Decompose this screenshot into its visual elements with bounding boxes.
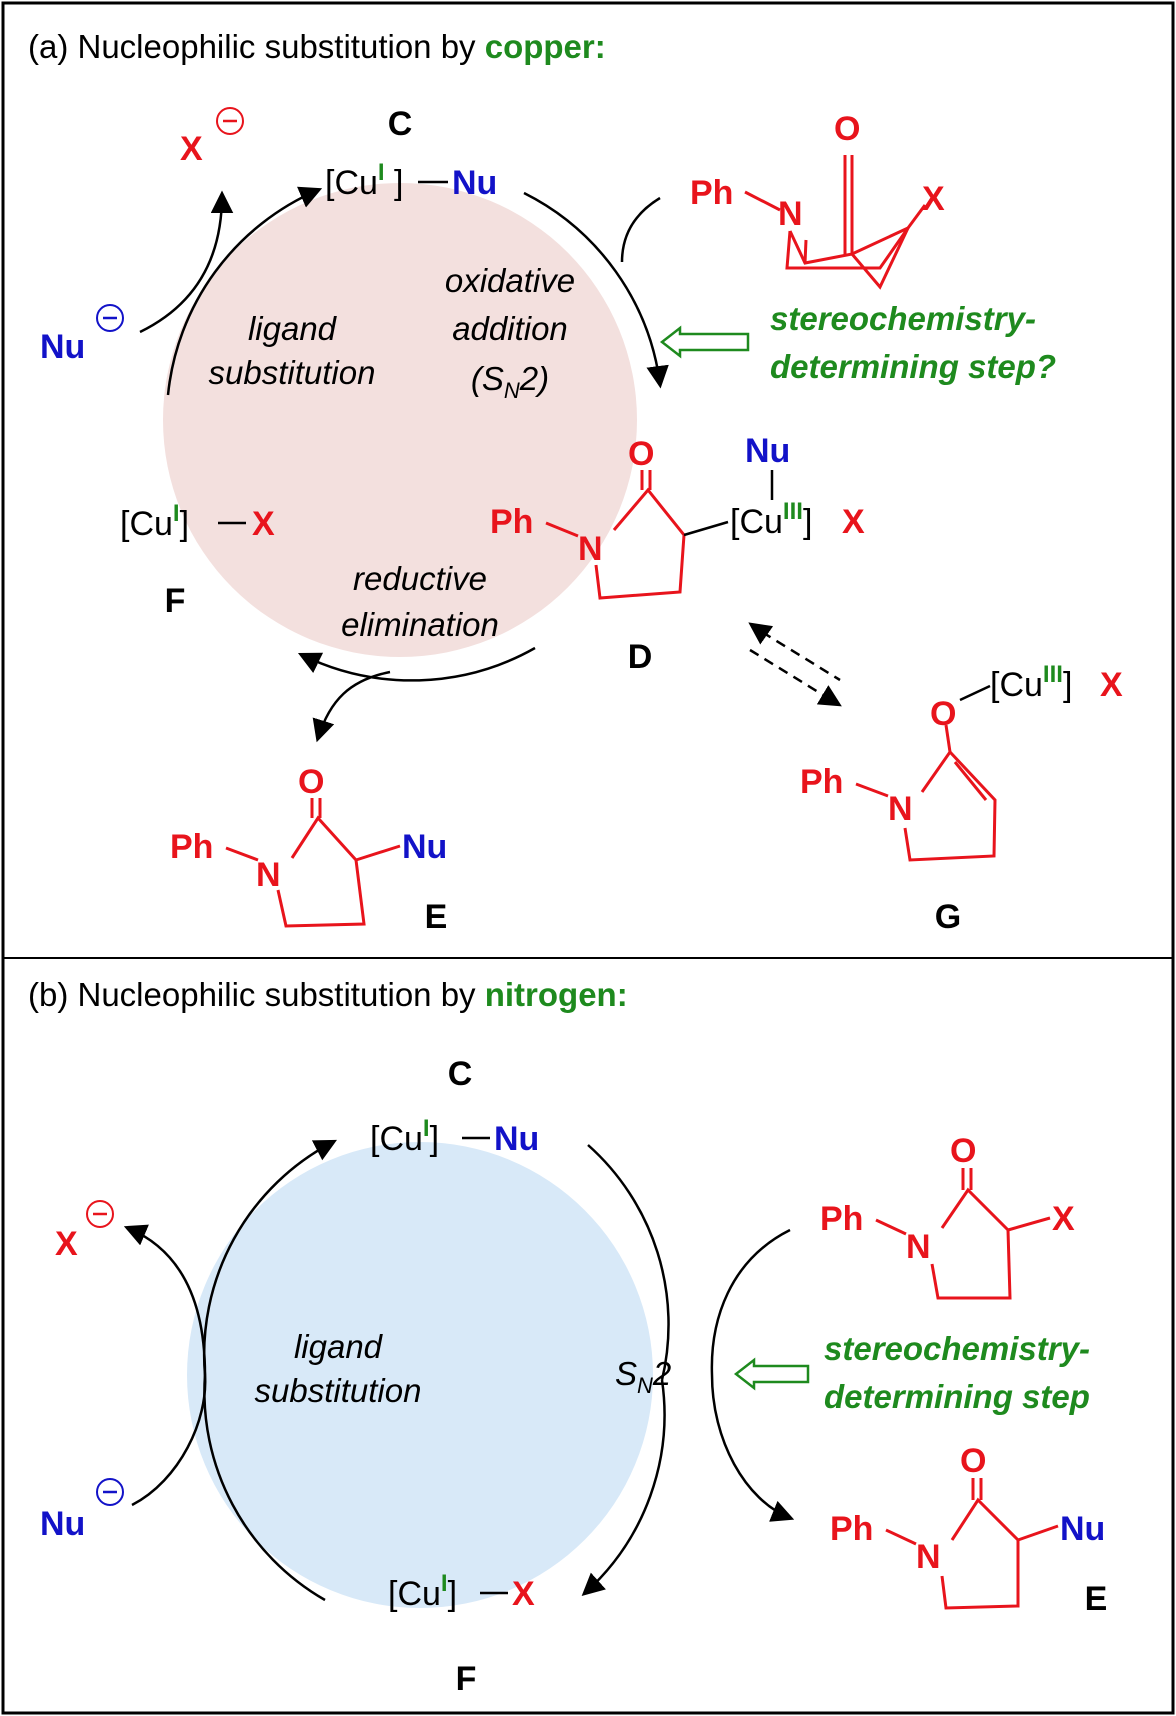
- minus-charge-nu-b: [96, 1478, 124, 1506]
- eq-arrow-forward: [761, 630, 841, 682]
- ph-E-b: Ph: [830, 1510, 873, 1548]
- o-D: O: [628, 435, 654, 473]
- arrow-sn2-top-b: [587, 1144, 670, 1381]
- label-C-a: C: [388, 105, 413, 143]
- arrow-product-out: [312, 670, 391, 743]
- label-G: G: [935, 898, 961, 936]
- arrow-substrate-in-b: [710, 1228, 791, 1376]
- arrow-ligand-b: [202, 1139, 337, 1376]
- minus-charge-x-a: [216, 107, 244, 135]
- n-G: N: [888, 790, 913, 828]
- step-oxidative-addition-2: addition: [452, 310, 568, 347]
- catalytic-cycle-b: [187, 1142, 653, 1608]
- arrow-reductive-elimination: [297, 646, 536, 682]
- o-substrate-b: O: [950, 1132, 976, 1170]
- x-substrate-a: X: [922, 180, 945, 218]
- minus-charge-nu-a: [96, 304, 124, 332]
- eq-arrow-forward-head: [748, 622, 774, 645]
- arrow-product-out-b: [710, 1374, 795, 1522]
- cu-nu-C-b: [CuI]: [370, 1115, 439, 1158]
- x-on-F-b: X: [512, 1575, 535, 1613]
- step-ligand-substitution-2-b: substitution: [255, 1372, 422, 1409]
- panel-a: (a) Nucleophilic substitution by copper:…: [28, 28, 1123, 936]
- nu-E-b: Nu: [1060, 1510, 1105, 1548]
- stereo-note-2-a: determining step?: [770, 348, 1056, 385]
- x-G: X: [1100, 666, 1123, 704]
- eq-arrow-back-head: [816, 685, 842, 707]
- n-E-a: N: [256, 856, 281, 894]
- label-C-b: C: [448, 1055, 473, 1093]
- stereo-note-1-a: stereochemistry-: [770, 300, 1036, 337]
- x-on-F-a: X: [252, 505, 275, 543]
- product-E-a: Ph N O Nu: [170, 763, 447, 928]
- catalytic-cycle-a: [163, 183, 637, 657]
- eq-arrow-back: [749, 648, 829, 700]
- step-ligand-substitution-2-a: substitution: [209, 354, 376, 391]
- cu3-D: [CuIII]: [730, 498, 812, 541]
- panel-b-title: (b) Nucleophilic substitution by nitroge…: [28, 976, 628, 1013]
- product-E-b: Ph N O Nu: [830, 1442, 1105, 1610]
- stereo-note-1-b: stereochemistry-: [824, 1330, 1090, 1367]
- ph-substrate-a: Ph: [690, 174, 733, 212]
- hollow-arrow-b: [733, 1357, 810, 1391]
- minus-charge-x-b: [86, 1200, 114, 1228]
- arrow-substrate-in: [620, 196, 661, 263]
- cu3-G: [CuIII]: [990, 661, 1072, 704]
- n-E-b: N: [916, 1538, 941, 1576]
- nu-E-a: Nu: [402, 828, 447, 866]
- nu-anion-b: Nu: [40, 1505, 85, 1543]
- arrow-left-bottom-b: [203, 1374, 326, 1602]
- nu-anion-a: Nu: [40, 328, 85, 366]
- arrow-sn2-bottom-b: [581, 1379, 666, 1597]
- x-substrate-b: X: [1052, 1200, 1075, 1238]
- label-F-a: F: [165, 582, 186, 620]
- label-E-a: E: [425, 898, 448, 936]
- arrow-nu-in: [139, 190, 234, 334]
- arrow-oxidative-addition: [523, 191, 669, 389]
- stereo-note-2-b: determining step: [824, 1378, 1090, 1415]
- o-E-b: O: [960, 1442, 986, 1480]
- nu-D: Nu: [745, 432, 790, 470]
- ph-E-a: Ph: [170, 828, 213, 866]
- o-E-a: O: [298, 763, 324, 801]
- cu-x-F-a: [CuI]: [120, 500, 189, 543]
- step-oxidative-addition-3: (SN2): [471, 360, 549, 403]
- x-anion-a: X: [180, 130, 203, 168]
- cu-nu-C-a: [CuI ]: [325, 159, 404, 202]
- n-substrate-b: N: [906, 1228, 931, 1266]
- substrate-lactam-b: Ph N O X: [820, 1132, 1075, 1300]
- hollow-arrow-a: [659, 325, 750, 359]
- label-D: D: [628, 638, 653, 676]
- step-reductive-elimination-1: reductive: [353, 560, 487, 597]
- panel-b: (b) Nucleophilic substitution by nitroge…: [28, 976, 1107, 1698]
- o-G: O: [930, 695, 956, 733]
- step-ligand-substitution-1-b: ligand: [294, 1328, 384, 1365]
- ph-D: Ph: [490, 503, 533, 541]
- step-oxidative-addition-1: oxidative: [445, 262, 575, 299]
- arrow-nu-in-b: [131, 1374, 207, 1507]
- n-D: N: [578, 530, 603, 568]
- cu-x-F-b: [CuI]: [388, 1570, 457, 1613]
- x-D: X: [842, 503, 865, 541]
- arrow-x-out-b: [123, 1224, 207, 1376]
- ph-G: Ph: [800, 763, 843, 801]
- o-substrate-a: O: [834, 110, 860, 148]
- nu-on-C-a: Nu: [452, 164, 497, 202]
- intermediate-G: Ph N O [CuIII] X: [800, 661, 1123, 862]
- label-E-b: E: [1085, 1580, 1108, 1618]
- nu-on-C-b: Nu: [494, 1120, 539, 1158]
- label-F-b: F: [456, 1660, 477, 1698]
- n-substrate-a: N: [778, 195, 803, 233]
- arrow-ligand-substitution: [166, 186, 323, 396]
- panel-a-title: (a) Nucleophilic substitution by copper:: [28, 28, 606, 65]
- intermediate-D: Ph N O [CuIII] X Nu: [490, 432, 865, 600]
- step-reductive-elimination-2: elimination: [341, 606, 499, 643]
- ph-substrate-b: Ph: [820, 1200, 863, 1238]
- x-anion-b: X: [55, 1225, 78, 1263]
- step-sn2-b: SN2: [615, 1355, 671, 1398]
- substrate-lactam-a: Ph N O X: [690, 110, 945, 290]
- step-ligand-substitution-1-a: ligand: [248, 310, 338, 347]
